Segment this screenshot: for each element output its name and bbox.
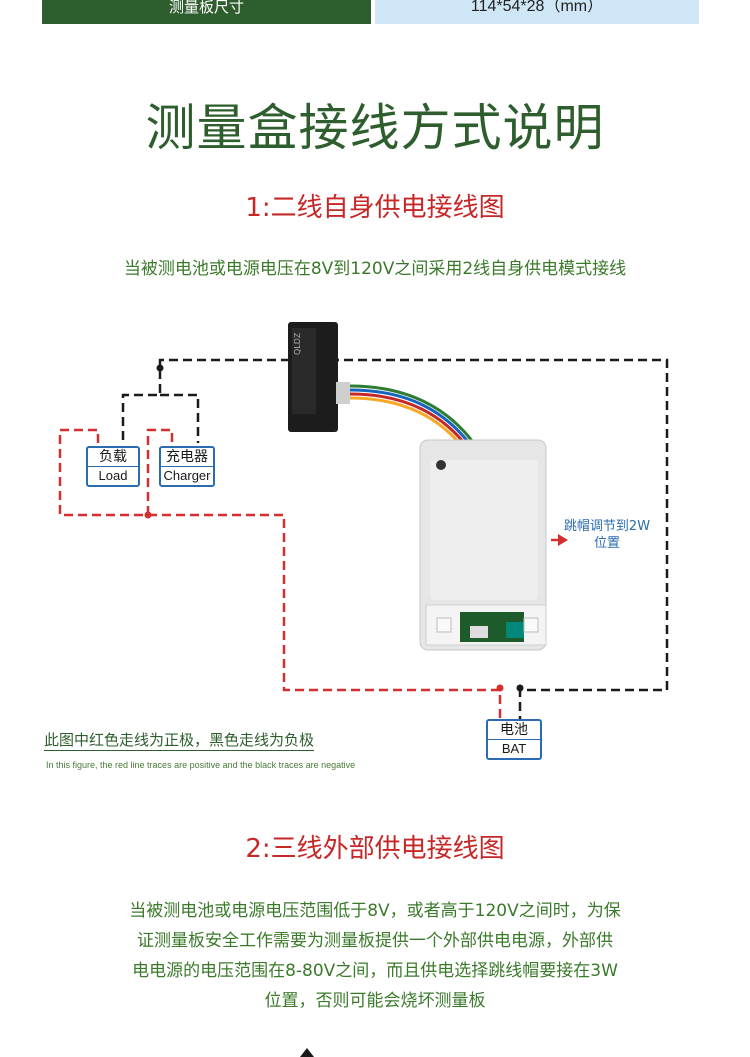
charger-label: 充电器 Charger (159, 446, 215, 487)
charger-label-cn: 充电器 (161, 448, 213, 467)
shunt-label: QLDZ (293, 332, 302, 355)
jumper-arrow (558, 534, 568, 546)
section2-desc-line: 电电源的电压范围在8-80V之间，而且供电选择跳线帽要接在3W (132, 961, 618, 981)
measurement-box (419, 439, 547, 651)
load-label: 负载 Load (86, 446, 140, 487)
jumper-note: 跳帽调节到2W位置 (563, 519, 651, 551)
negative-wires (121, 358, 669, 720)
spec-row: 测量板尺寸 114*54*28（mm） (0, 0, 750, 24)
pos-junction-dot (144, 511, 152, 519)
section2-desc: 当被测电池或电源电压范围低于8V，或者高于120V之间时，为保 证测量板安全工作… (80, 896, 670, 1016)
wire-color-note-en: In this figure, the red line traces are … (46, 760, 356, 770)
battery-label-cn: 电池 (488, 721, 540, 740)
battery-label-en: BAT (501, 741, 527, 756)
neg-junction-dot (156, 364, 164, 372)
next-diagram-edge (300, 1048, 314, 1057)
wiring-diagram: QLDZ (58, 322, 669, 720)
bat-neg-dot (516, 684, 524, 692)
section1-desc: 当被测电池或电源电压在8V到120V之间采用2线自身供电模式接线 (123, 259, 627, 279)
shunt-sensor: QLDZ (288, 322, 350, 432)
section2-desc-line: 当被测电池或电源电压范围低于8V，或者高于120V之间时，为保 (129, 901, 621, 921)
bat-pos-dot (496, 684, 504, 692)
spec-label: 测量板尺寸 (42, 0, 371, 24)
section2-title: 2:三线外部供电接线图 (245, 834, 505, 864)
load-label-en: Load (98, 468, 128, 483)
section1-title: 1:二线自身供电接线图 (245, 193, 505, 223)
section2-desc-line: 证测量板安全工作需要为测量板提供一个外部供电电源，外部供 (137, 931, 613, 951)
load-label-cn: 负载 (88, 448, 138, 467)
battery-label: 电池 BAT (486, 719, 542, 760)
wire-color-note: 此图中红色走线为正极，黑色走线为负极 (44, 731, 315, 751)
charger-label-en: Charger (163, 468, 211, 483)
section2-desc-line: 位置，否则可能会烧坏测量板 (264, 991, 486, 1011)
page-title: 测量盒接线方式说明 (145, 99, 605, 157)
spec-value: 114*54*28（mm） (375, 0, 699, 24)
